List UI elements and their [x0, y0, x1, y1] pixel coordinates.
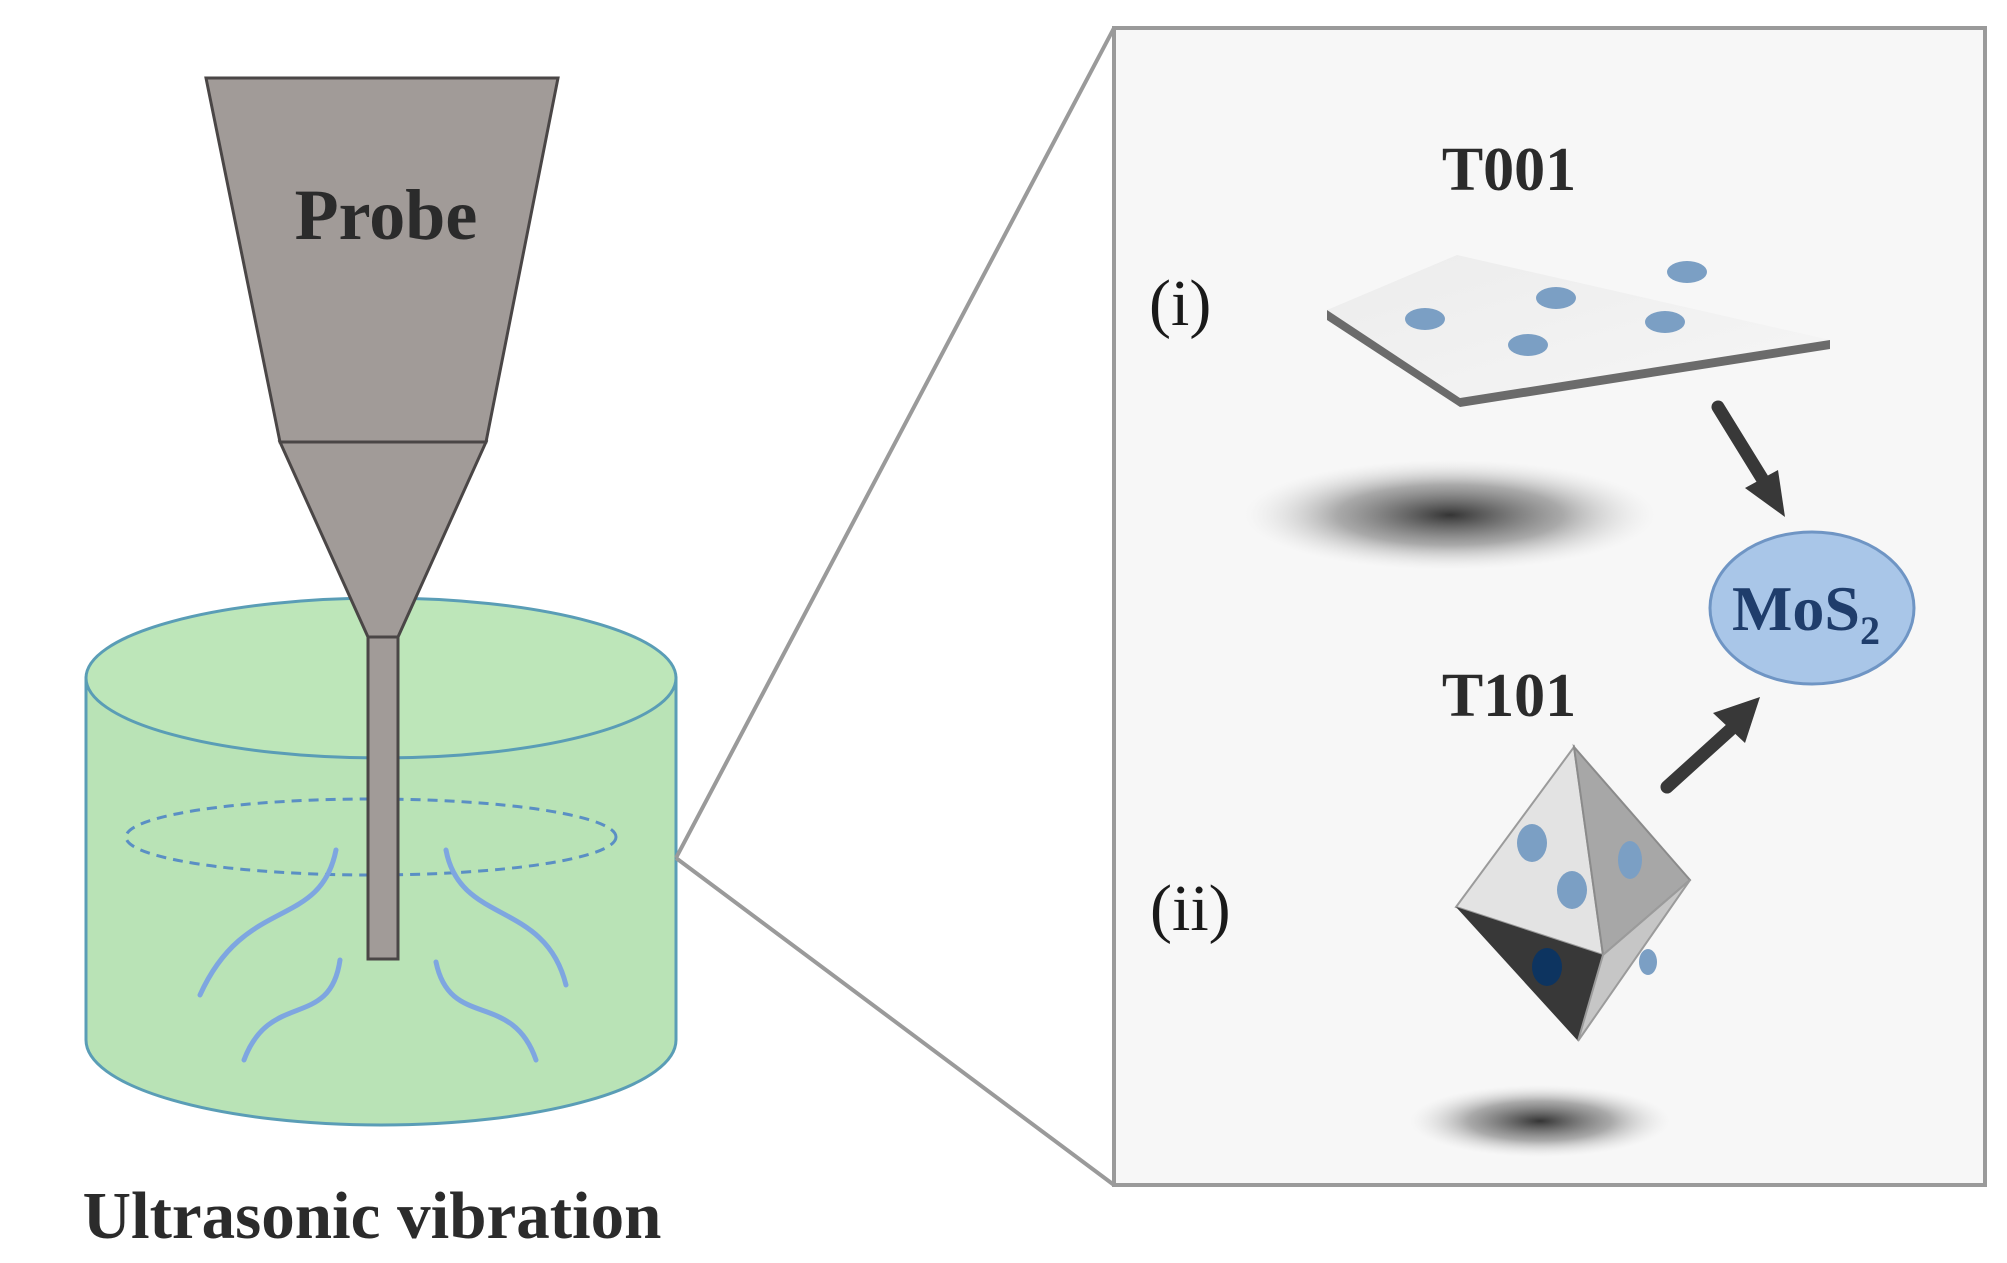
sound-wave-right-lower	[433, 959, 539, 1063]
probe-body	[204, 76, 560, 444]
dot	[1517, 824, 1547, 862]
dot	[1645, 311, 1685, 333]
dot	[1405, 308, 1445, 330]
t101-octahedron	[1454, 743, 1692, 1042]
dot	[1667, 261, 1707, 283]
sound-wave-left-upper	[197, 847, 339, 998]
sheet-dots	[1405, 261, 1707, 356]
t001-nanosheet	[1327, 255, 1830, 407]
zoom-line-top	[674, 27, 1116, 859]
arrow-t101-to-mos2	[1660, 697, 1760, 794]
mos2-base: MoS	[1732, 573, 1860, 644]
dot	[1532, 948, 1562, 986]
roman-ii-label: (ii)	[1150, 872, 1231, 945]
sheet-top-face	[1327, 255, 1830, 398]
dot	[1536, 287, 1576, 309]
face-lower-left	[1456, 907, 1603, 1041]
probe: Probe	[204, 76, 560, 961]
vibration-ring	[124, 797, 618, 877]
octahedron-shadow	[1410, 1085, 1670, 1157]
octahedron-dots	[1517, 824, 1657, 986]
arrow-head	[1713, 697, 1760, 743]
zoom-lines	[674, 27, 1116, 1187]
arrow-shaft	[1711, 400, 1770, 487]
probe-tip	[366, 635, 400, 961]
sound-wave-right-upper	[443, 847, 569, 988]
mos2-subscript: 2	[1860, 608, 1880, 653]
arrow-head	[1745, 470, 1785, 517]
face-lower-right	[1577, 879, 1691, 1042]
sheet-edge-right	[1460, 340, 1830, 407]
sound-waves	[197, 847, 569, 1063]
dot	[1508, 334, 1548, 356]
probe-label: Probe	[295, 175, 478, 255]
mos2-bubble: MoS2	[1708, 530, 1916, 686]
sound-wave-left-lower	[241, 957, 343, 1063]
zoom-line-bottom	[674, 856, 1116, 1187]
dot	[1557, 871, 1587, 909]
mos2-ellipse	[1708, 530, 1916, 686]
t101-label: T101	[1442, 662, 1576, 730]
mos2-label: MoS2	[1732, 573, 1880, 653]
sheet-edge-left	[1327, 310, 1460, 407]
caption: Ultrasonic vibration	[83, 1179, 662, 1253]
arrow-t001-to-mos2	[1711, 400, 1785, 517]
roman-i-label: (i)	[1149, 267, 1211, 340]
dot	[1618, 841, 1642, 879]
sheet-shadow	[1245, 460, 1655, 570]
arrow-shaft	[1660, 723, 1737, 794]
dot	[1639, 949, 1657, 975]
t001-label: T001	[1442, 136, 1576, 204]
